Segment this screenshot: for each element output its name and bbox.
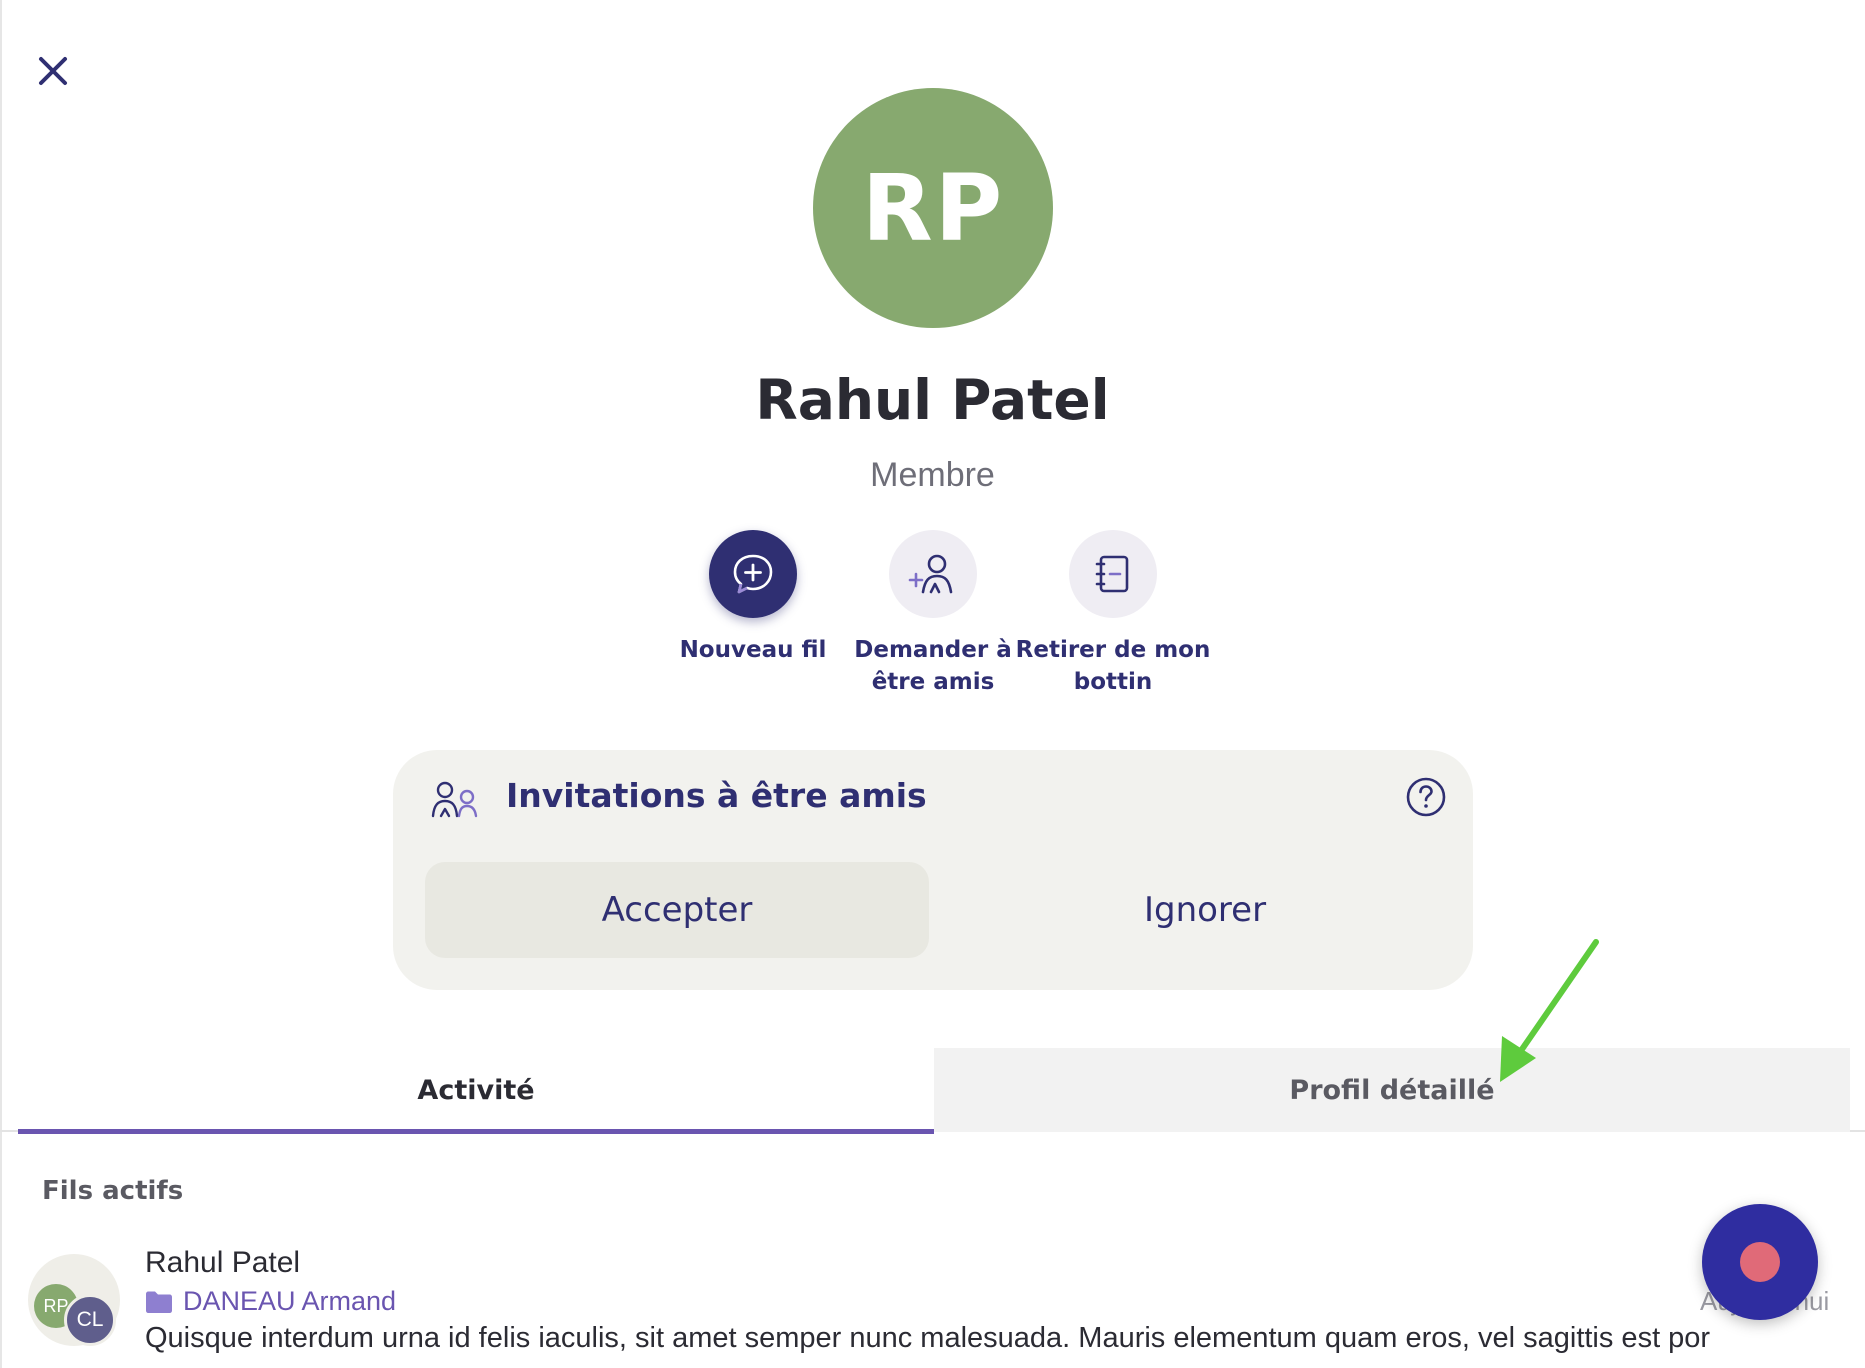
new-thread-button[interactable] (709, 530, 797, 618)
avatar: CL (64, 1294, 116, 1346)
thread-author: Rahul Patel (145, 1246, 301, 1279)
thread-avatar-group: RP CL (28, 1254, 120, 1346)
close-button[interactable] (30, 48, 76, 94)
remove-directory-action[interactable]: Retirer de mon bottin (1013, 530, 1213, 698)
remove-directory-label-line2: bottin (1073, 669, 1153, 695)
folder-icon (146, 1291, 172, 1313)
profile-tabs: Activité Profil détaillé (18, 1048, 1850, 1134)
new-thread-action[interactable]: Nouveau fil (653, 530, 853, 666)
tab-activity[interactable]: Activité (18, 1048, 934, 1134)
question-circle-icon[interactable] (1405, 776, 1447, 823)
address-book-remove-icon (1095, 555, 1129, 593)
annotation-arrow-icon (1500, 939, 1599, 1082)
profile-role: Membre (870, 456, 995, 494)
accept-button[interactable]: Accepter (425, 862, 929, 958)
friend-invitation-card: Invitations à être amis Accepter Ignorer (393, 750, 1473, 990)
request-friend-label-line2: être amis (871, 669, 995, 695)
close-icon (39, 57, 67, 85)
thread-folder-name: DANEAU Armand (183, 1286, 397, 1316)
people-icon (429, 778, 481, 827)
invitation-title: Invitations à être amis (506, 776, 927, 815)
ignore-button[interactable]: Ignorer (953, 862, 1457, 958)
new-thread-label: Nouveau fil (679, 637, 827, 663)
record-dot-icon (1740, 1242, 1780, 1282)
thread-list-item[interactable]: RP CL Rahul Patel DANEAU Armand Aujourd'… (0, 1236, 1865, 1368)
thread-preview: Quisque interdum urna id felis iaculis, … (145, 1322, 1711, 1354)
remove-directory-button[interactable] (1069, 530, 1157, 618)
request-friend-label-line1: Demander à (854, 637, 1012, 663)
profile-name: Rahul Patel (755, 368, 1110, 432)
floating-record-button[interactable] (1702, 1204, 1818, 1320)
request-friend-button[interactable] (889, 530, 977, 618)
request-friend-action[interactable]: Demander à être amis (833, 530, 1033, 698)
chat-plus-icon (733, 554, 773, 594)
left-divider (0, 0, 2, 1368)
profile-avatar-initials: RP (861, 154, 1005, 262)
profile-avatar: RP (813, 88, 1053, 328)
active-threads-heading: Fils actifs (42, 1176, 184, 1206)
tab-detailed-profile[interactable]: Profil détaillé (934, 1048, 1850, 1132)
remove-directory-label-line1: Retirer de mon (1015, 637, 1211, 663)
add-friend-icon (908, 554, 953, 594)
thread-folder: DANEAU Armand (145, 1286, 396, 1317)
